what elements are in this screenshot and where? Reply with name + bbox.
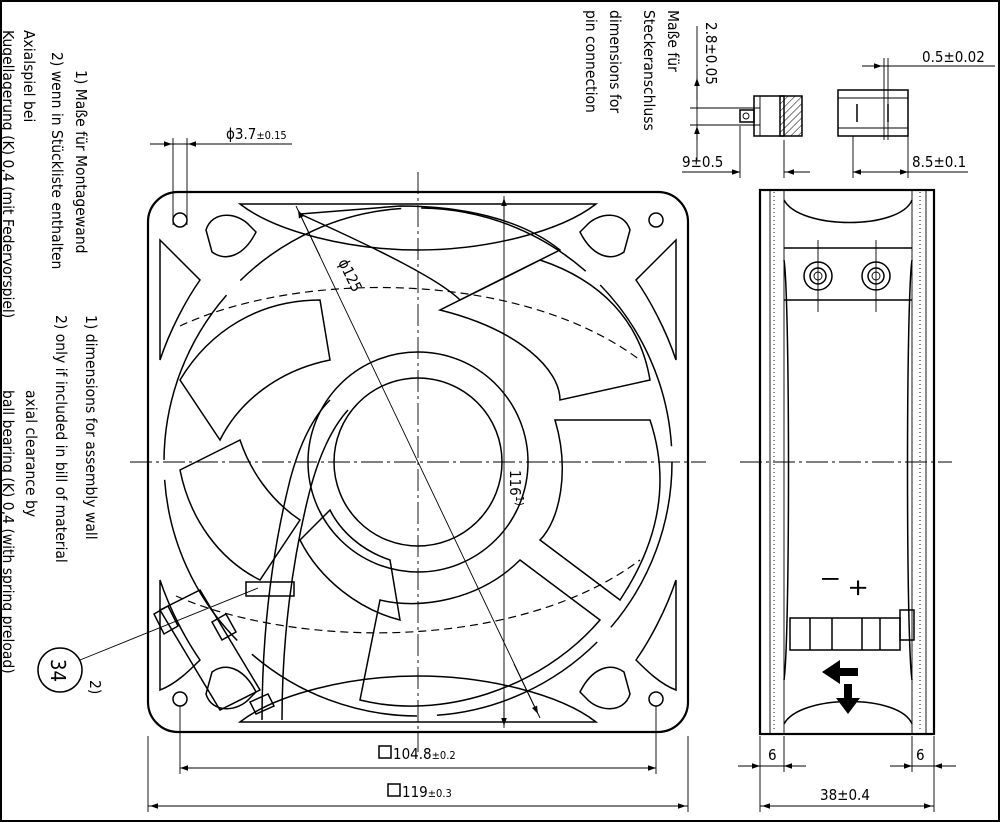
pin-en-2: pin connection xyxy=(582,10,600,113)
pin-detail: 2.8±0.05 9±0.5 0.5±0.02 8.5±0.1 xyxy=(682,22,995,178)
plus-symbol: + xyxy=(843,578,873,598)
note-de-3: Axialspiel bei xyxy=(20,30,38,122)
dim-pin-height: 2.8±0.05 xyxy=(702,22,720,85)
note-en-4: ball bearing (K) 0,4 (with spring preloa… xyxy=(0,390,17,674)
dim-flange-right: 6 xyxy=(916,746,925,764)
balloon-number: 34 xyxy=(46,659,70,682)
note-en-3: axial clearance by xyxy=(22,390,40,517)
minus-symbol: I xyxy=(816,576,841,582)
dim-depth: 38±0.4 xyxy=(820,786,870,804)
dim-inner-frame: 104.8±0.2 xyxy=(393,745,456,763)
fan-front-view: ϕ3.7±0.15 xyxy=(37,125,706,812)
item-balloon xyxy=(37,647,83,693)
footnote-ref-2: 2) xyxy=(86,680,104,694)
notes-english: 1) dimensions for assembly wall 2) only … xyxy=(0,315,100,674)
dim-hole-diameter: ϕ3.7±0.15 xyxy=(226,125,287,143)
dim-flange-left: 6 xyxy=(768,746,777,764)
dim-pin-offset: 9±0.5 xyxy=(682,153,723,171)
dim-outer-frame: 119±0.3 xyxy=(402,783,452,801)
dim-pin-thickness: 0.5±0.02 xyxy=(922,48,985,66)
notes-german: 1) Maße für Montagewand 2) wenn in Stück… xyxy=(0,30,90,318)
dim-pin-length: 8.5±0.1 xyxy=(912,153,966,171)
pin-en-1: dimensions for xyxy=(606,10,624,113)
note-en-2: 2) only if included in bill of material xyxy=(52,315,70,563)
pin-de-2: Steckeranschluss xyxy=(640,10,658,131)
fan-side-view: I + 6 6 38±0.4 xyxy=(738,188,956,812)
dim-blade-diameter: ϕ125 xyxy=(334,256,365,295)
note-de-1: 1) Maße für Montagewand xyxy=(72,70,90,254)
dim-mount-height: 1161) xyxy=(506,470,526,506)
note-de-4: Kugellagerung (K) 0,4 (mit Federvorspiel… xyxy=(0,30,17,318)
pin-connection-labels: Maße für Steckeranschluss dimensions for… xyxy=(582,10,682,131)
pin-de-1: Maße für xyxy=(664,10,682,72)
note-en-1: 1) dimensions for assembly wall xyxy=(82,315,100,540)
note-de-2: 2) wenn in Stückliste enthalten xyxy=(48,52,66,269)
